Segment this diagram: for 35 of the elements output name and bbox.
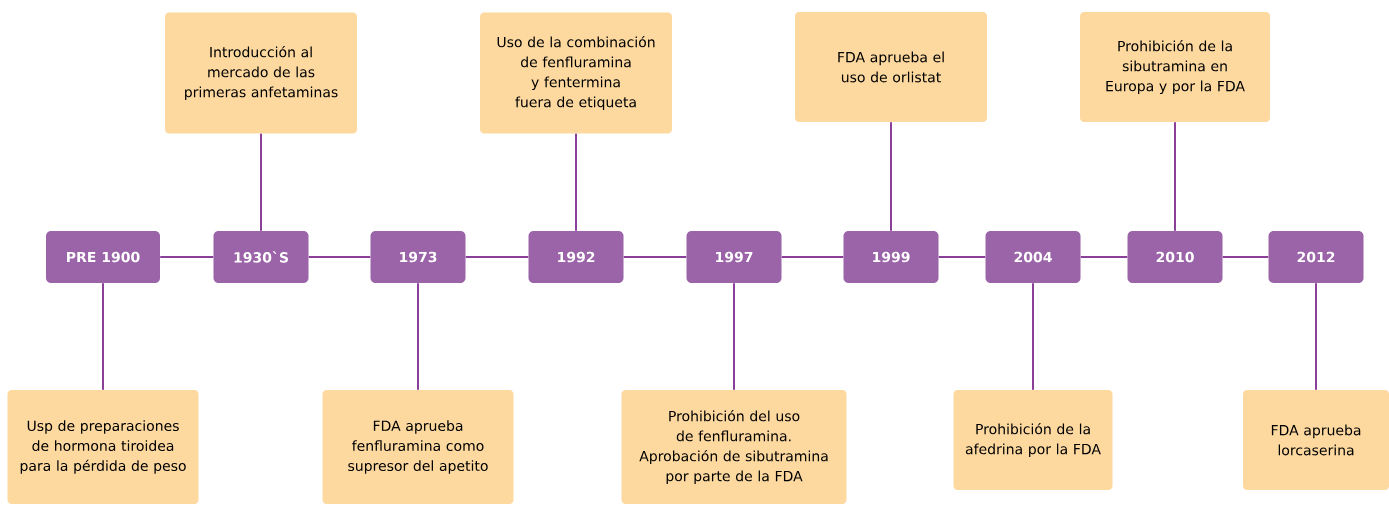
connector-line — [575, 132, 577, 232]
connector-line — [1032, 282, 1034, 391]
connector-line — [1221, 256, 1270, 258]
connector-line — [159, 256, 215, 258]
year-box: 2012 — [1268, 231, 1364, 283]
event-box: Prohibición de la afedrina por la FDA — [953, 390, 1113, 490]
year-box: 1930`S — [213, 231, 309, 283]
year-box: 1973 — [370, 231, 466, 283]
year-box: 2010 — [1127, 231, 1223, 283]
connector-line — [1315, 282, 1317, 391]
connector-line — [464, 256, 530, 258]
event-box: Prohibición de la sibutramina en Europa y por la FDA — [1080, 12, 1270, 122]
connector-line — [1079, 256, 1129, 258]
connector-line — [733, 282, 735, 391]
year-box: 2004 — [985, 231, 1081, 283]
event-box: FDA aprueba fenfluramina como supresor del apetito — [322, 390, 514, 504]
event-box: FDA aprueba lorcaserina — [1243, 390, 1389, 490]
connector-line — [937, 256, 987, 258]
year-box: 1997 — [686, 231, 782, 283]
year-box: 1992 — [528, 231, 624, 283]
connector-line — [417, 282, 419, 391]
connector-line — [622, 256, 688, 258]
event-box: Usp de preparaciones de hormona tiroidea para la pérdida de peso — [7, 390, 199, 504]
connector-line — [307, 256, 372, 258]
connector-line — [780, 256, 845, 258]
event-box: Prohibición del uso de fenfluramina. Aprobación de sibutramina por parte de la FDA — [621, 390, 847, 504]
event-box: FDA aprueba el uso de orlistat — [795, 12, 987, 122]
year-box: 1999 — [843, 231, 939, 283]
year-box: PRE 1900 — [46, 231, 160, 283]
event-box: Introducción al mercado de las primeras anfetaminas — [165, 12, 357, 134]
connector-line — [1174, 121, 1176, 232]
event-box: Uso de la combinación de fenfluramina y fentermina fuera de etiqueta — [480, 12, 672, 134]
connector-line — [890, 121, 892, 232]
connector-line — [260, 132, 262, 232]
connector-line — [102, 282, 104, 391]
